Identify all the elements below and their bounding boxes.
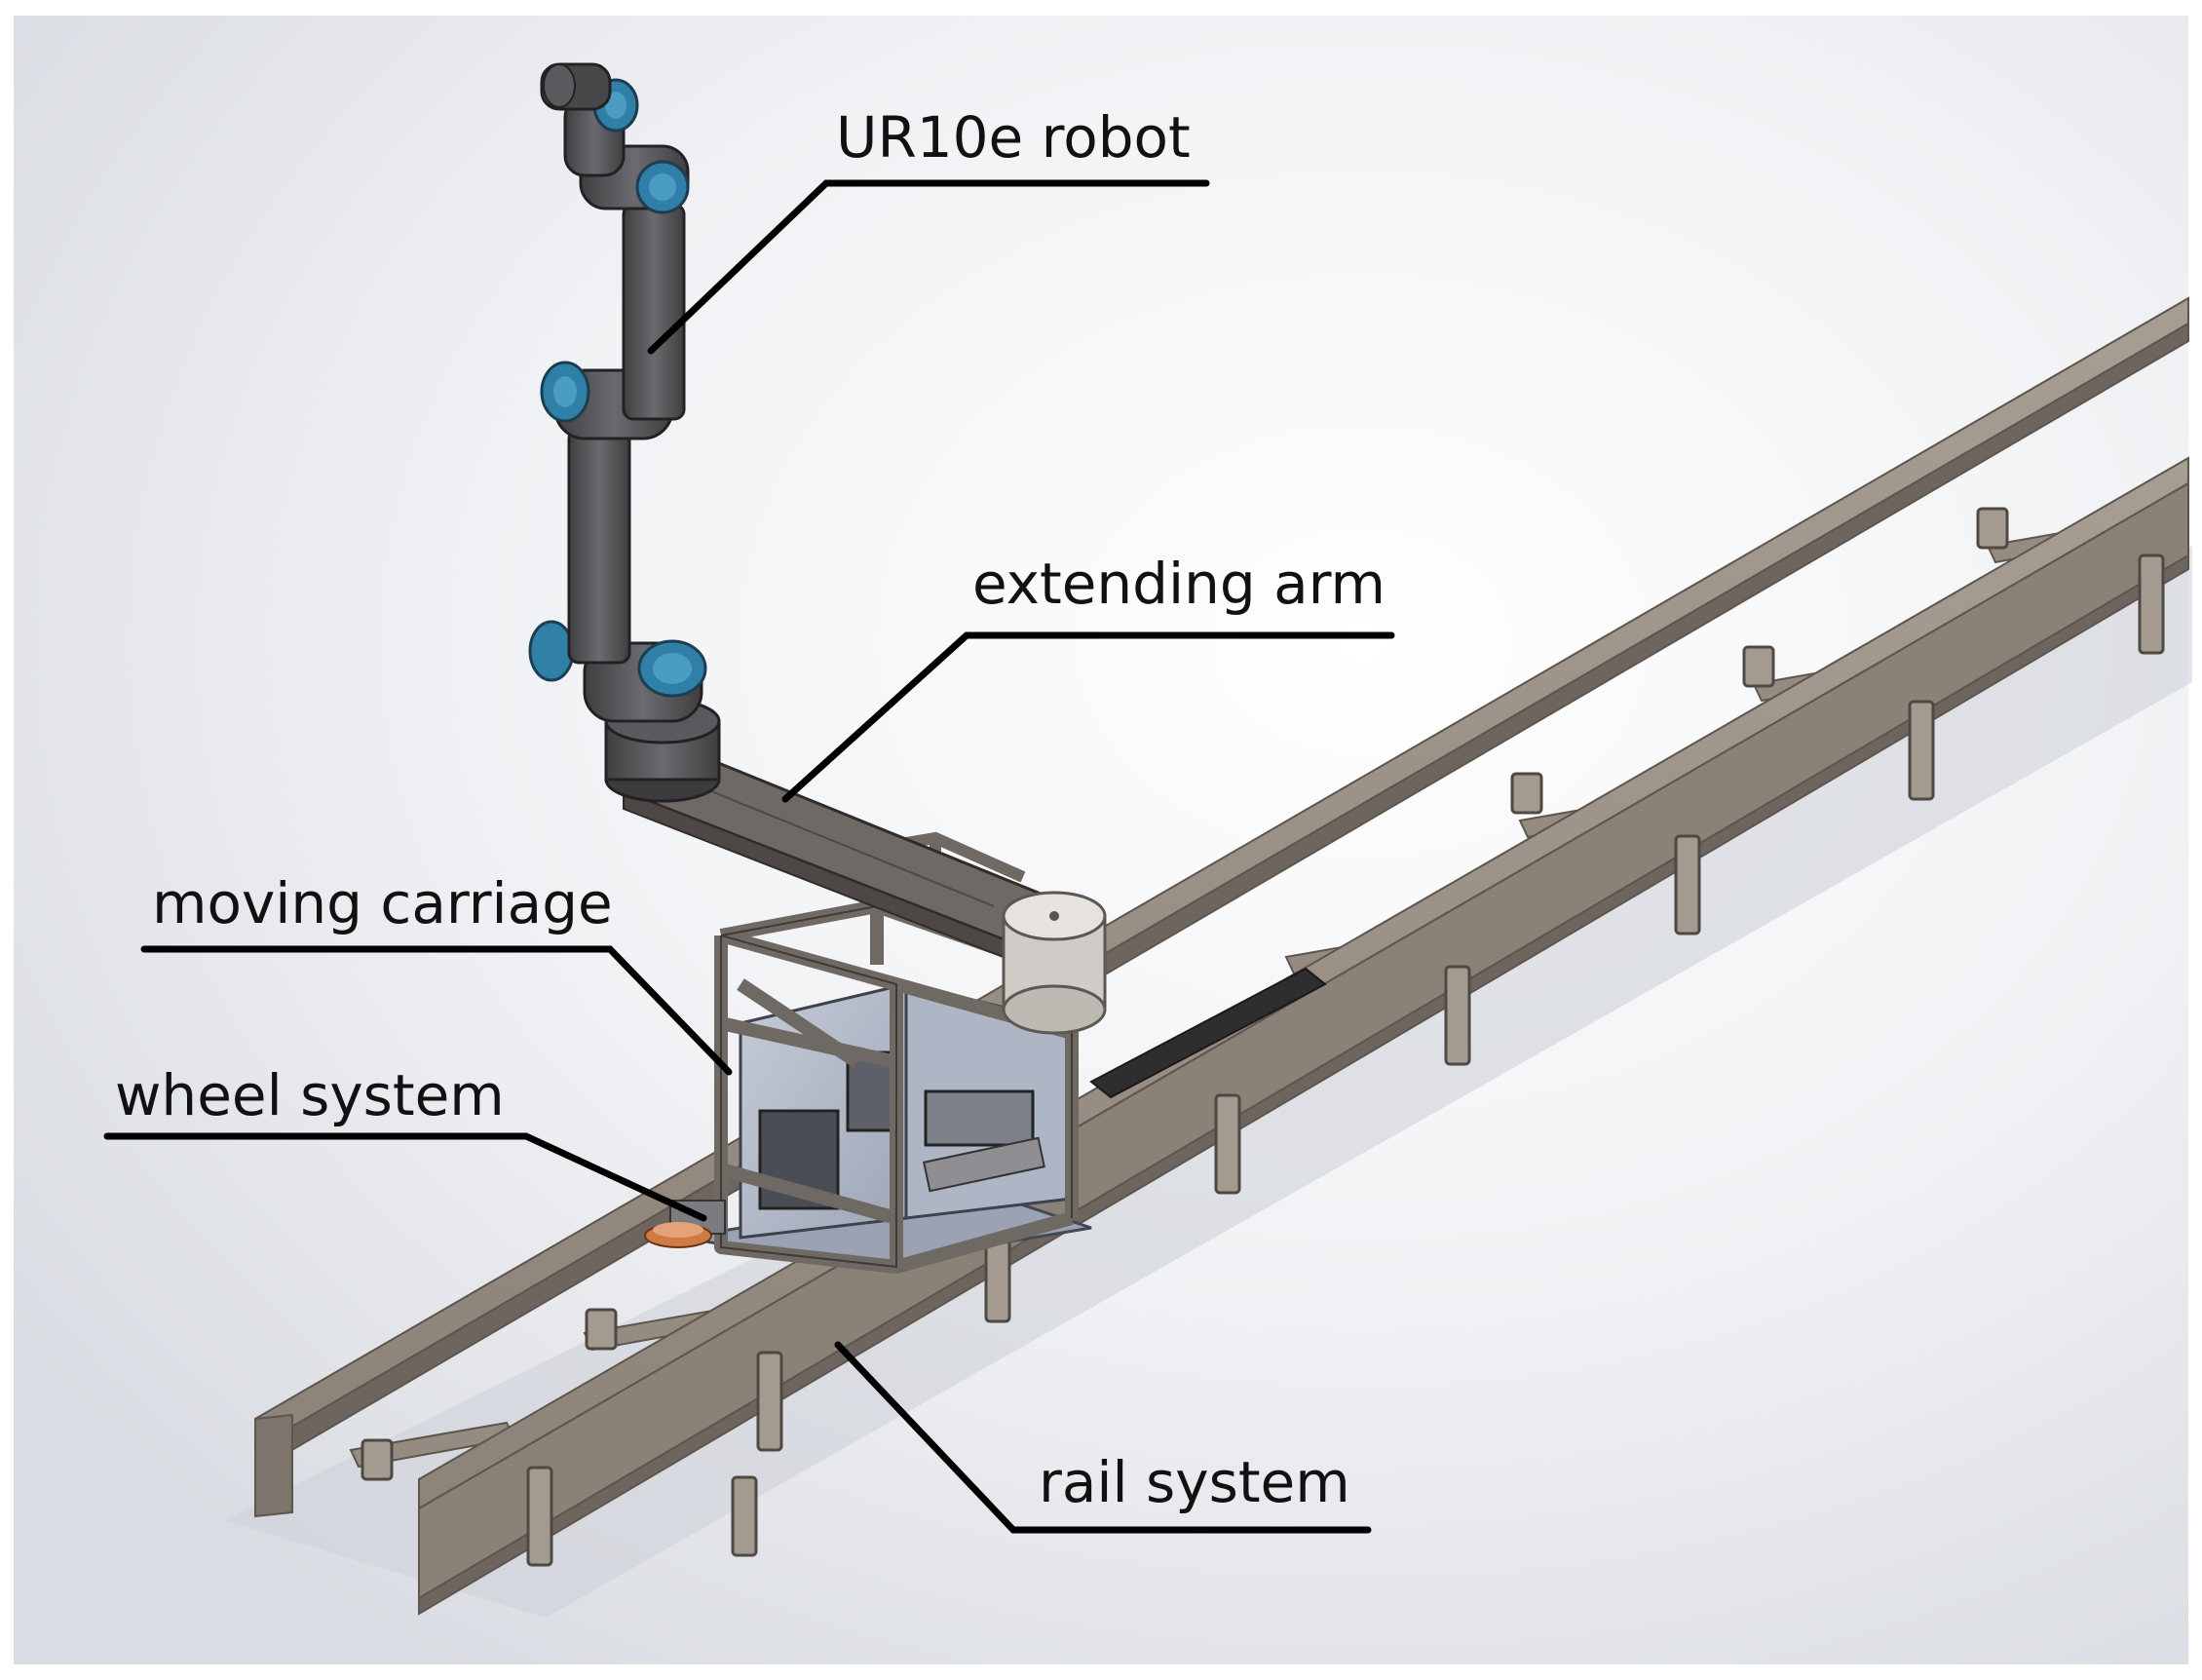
label-extending-arm: extending arm bbox=[972, 551, 1386, 617]
label-wheel-system: wheel system bbox=[115, 1062, 505, 1128]
leader-arm bbox=[781, 631, 1395, 803]
rail-left bbox=[254, 296, 2189, 1518]
leader-lines bbox=[103, 179, 1395, 1534]
leader-wheel bbox=[103, 1132, 707, 1222]
rail-system bbox=[254, 296, 2189, 1616]
label-moving-carriage: moving carriage bbox=[152, 870, 613, 936]
linear-guide bbox=[1089, 967, 1327, 1099]
label-rail-system: rail system bbox=[1039, 1449, 1350, 1515]
ur10e-robot bbox=[528, 62, 721, 803]
leader-rail bbox=[834, 1341, 1372, 1534]
label-ur10e-robot: UR10e robot bbox=[836, 104, 1191, 171]
leader-carriage bbox=[140, 945, 733, 1076]
moving-carriage bbox=[681, 899, 1092, 1274]
counterweight-cylinder bbox=[1002, 891, 1107, 1035]
rail-brackets bbox=[526, 554, 2165, 1567]
leader-robot bbox=[647, 179, 1210, 355]
